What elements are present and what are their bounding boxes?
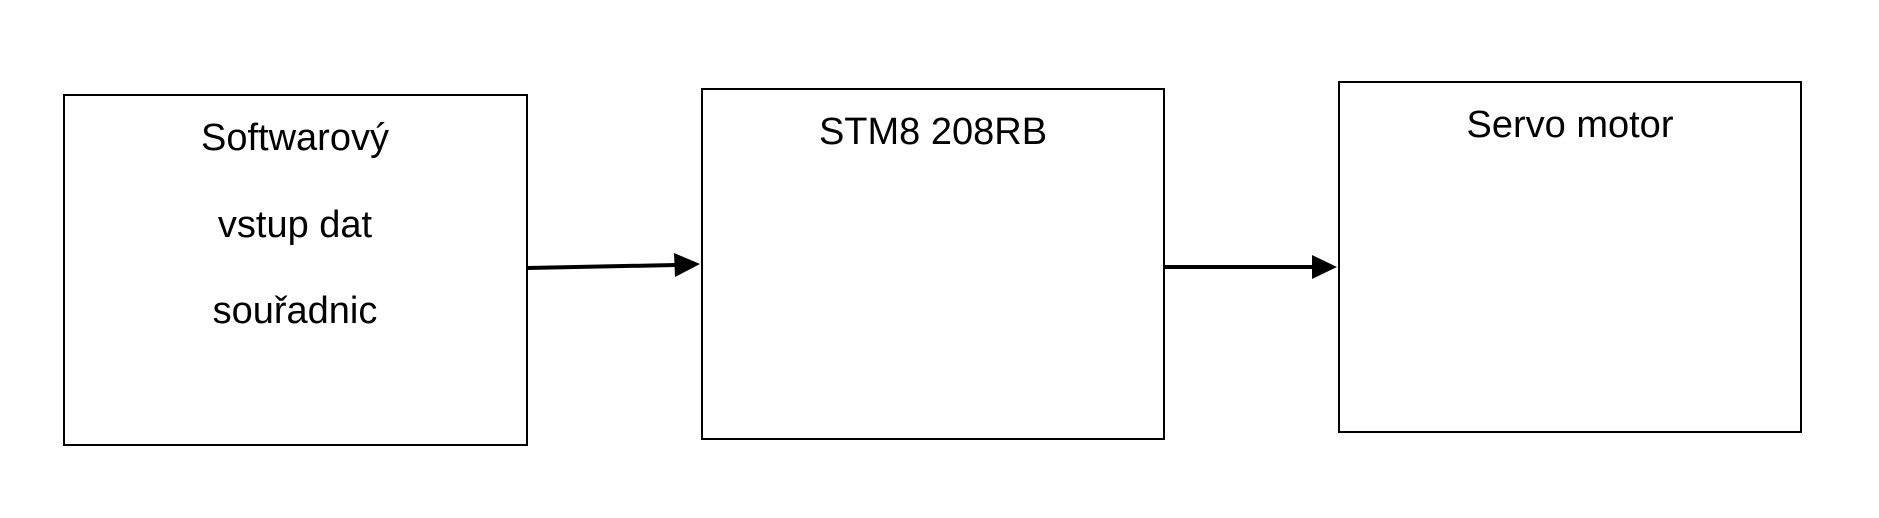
block-stm8-frame	[701, 88, 1165, 440]
block-servo: Servo motor	[1338, 81, 1802, 433]
arrow-stm8-to-servo	[1164, 255, 1337, 279]
block-software-input-line-3: souřadnic	[213, 290, 378, 332]
block-software-input-frame	[63, 94, 528, 446]
arrow-software-to-stm8-head	[674, 253, 700, 277]
block-software-input-line-1: Softwarový	[201, 117, 389, 159]
block-software-input-line-2: vstup dat	[218, 204, 373, 246]
block-servo-frame	[1338, 81, 1802, 433]
block-servo-title: Servo motor	[1467, 104, 1674, 146]
arrow-stm8-to-servo-head	[1312, 255, 1337, 279]
block-software-input: Softwarový vstup dat souřadnic	[63, 94, 528, 446]
block-stm8-title: STM8 208RB	[819, 111, 1047, 153]
arrow-software-to-stm8	[526, 253, 700, 277]
block-stm8: STM8 208RB	[701, 88, 1165, 440]
arrow-software-to-stm8-shaft	[526, 263, 677, 270]
